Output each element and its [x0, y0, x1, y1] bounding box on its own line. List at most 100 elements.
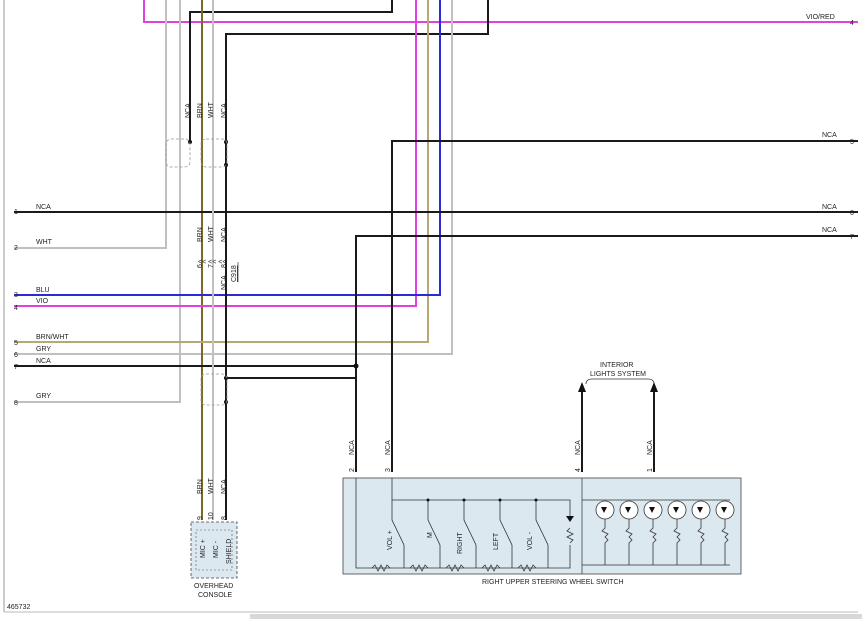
left-pin-7: 7: [14, 364, 18, 371]
wire-blu-3: [14, 0, 441, 296]
console-pin-10: 10: [208, 512, 215, 520]
label-wht-v3: WHT: [208, 477, 215, 494]
switch-pin-3: 3: [385, 468, 392, 472]
shield-box: [200, 373, 228, 406]
label-nca-v2: NCA: [221, 103, 228, 118]
label-nca-lights-b: NCA: [647, 440, 654, 455]
switch-pin-1: 1: [647, 468, 654, 472]
switch-title: RIGHT UPPER STEERING WHEEL SWITCH: [482, 579, 624, 586]
resistor-icon: [697, 519, 705, 565]
bottom-strip: [250, 614, 862, 619]
junction-dot: [498, 498, 502, 502]
overhead-console-inner: [195, 529, 233, 571]
wire-nca-top-b: [225, 0, 489, 142]
button-label-vol-minus: VOL -: [527, 531, 534, 550]
label-wht-v1: WHT: [208, 101, 215, 118]
resistor-icon: [371, 564, 391, 572]
diode-icon: [697, 507, 703, 513]
connector-name-c918: C918: [231, 265, 238, 282]
left-pin-6: 6: [14, 352, 18, 359]
left-pin-1: 1: [14, 209, 18, 216]
left-pin-4: 4: [14, 305, 18, 312]
right-pin-7: 7: [850, 234, 854, 241]
interior-lights: INTERIOR LIGHTS SYSTEM NCA NCA: [575, 362, 658, 455]
led-array: [595, 500, 735, 565]
label-nca-right-5: NCA: [822, 132, 837, 139]
terminal-mic-minus: MIC -: [213, 540, 220, 558]
label-brn-wht-5: BRN/WHT: [36, 334, 69, 341]
wire-vio-4: [14, 0, 417, 307]
interior-lights-bracket: [585, 378, 655, 385]
console-pin-9: 9: [197, 516, 204, 520]
resistor-icon: [649, 519, 657, 565]
resistor-icon: [517, 564, 537, 572]
left-pin-2: 2: [14, 245, 18, 252]
button-label-vol-plus: VOL +: [387, 530, 394, 550]
c918-pin-7: 7: [208, 264, 215, 268]
right-pin-4: 4: [850, 20, 854, 27]
switch-pin-4: 4: [575, 468, 582, 472]
resistor-icon: [481, 564, 501, 572]
wire-wht-2: [14, 0, 167, 249]
label-gry-8: GRY: [36, 393, 51, 400]
terminal-shield: SHIELD: [226, 539, 233, 564]
wire-nca-7-right: [355, 235, 858, 472]
resistor-icon: [409, 564, 429, 572]
diode-icon: [673, 507, 679, 513]
resistor-icon: [445, 564, 465, 572]
label-wht-v2: WHT: [208, 225, 215, 242]
diode-icon: [649, 507, 655, 513]
resistor-icon: [625, 519, 633, 565]
terminal-mic-plus: MIC +: [200, 539, 207, 558]
steering-wheel-switch: NCA NCA 2 3 4 1 VOL + M RIGHT LEFT VOL: [342, 440, 742, 586]
wire-gry-8: [14, 0, 181, 403]
switch-common-bus: [391, 478, 571, 520]
diode-icon: [721, 507, 727, 513]
diode-icon: [566, 516, 574, 522]
label-nca-lights-a: NCA: [575, 440, 582, 455]
label-nca-v5: NCA: [221, 479, 228, 494]
left-pin-5: 5: [14, 340, 18, 347]
label-nca-v3: NCA: [221, 227, 228, 242]
splice-dot: [188, 140, 192, 144]
left-pin-8: 8: [14, 400, 18, 407]
label-brn-v2: BRN: [197, 227, 204, 242]
console-pin-8: 8: [221, 516, 228, 520]
wires: [14, 0, 858, 520]
junction-dot: [462, 498, 466, 502]
overhead-console-title-2: CONSOLE: [198, 592, 233, 599]
overhead-console: BRN WHT NCA 9 10 8 MIC + MIC - SHIELD OV…: [190, 477, 238, 599]
resistor-icon: [566, 527, 574, 544]
label-wht-2: WHT: [36, 239, 53, 246]
interior-lights-title-1: INTERIOR: [600, 362, 633, 369]
resistor-icon: [673, 519, 681, 565]
label-nca-1: NCA: [36, 204, 51, 211]
label-blu-3: BLU: [36, 287, 50, 294]
shield-box: [200, 138, 228, 168]
splice-dot: [224, 400, 228, 404]
wire-nca-top-a: [189, 0, 393, 142]
switch-box: [342, 477, 742, 575]
splice-dot: [353, 363, 359, 369]
wire-nca-5-right: [391, 140, 858, 472]
overhead-console-title-1: OVERHEAD: [194, 583, 233, 590]
label-vio-4: VIO: [36, 298, 49, 305]
button-label-m: M: [427, 532, 434, 538]
shield-box: [165, 138, 191, 168]
label-nca-right-6: NCA: [822, 204, 837, 211]
label-nca-sw-3: NCA: [385, 440, 392, 455]
label-brn-v1: BRN: [197, 103, 204, 118]
button-label-right: RIGHT: [457, 532, 464, 555]
led-bus: [582, 499, 730, 566]
resistor-ladder-return: [355, 478, 571, 569]
resistor-icon: [601, 519, 609, 565]
button-label-left: LEFT: [493, 532, 500, 550]
label-nca-v1: NCA: [185, 103, 192, 118]
label-nca-7: NCA: [36, 358, 51, 365]
junction-dot: [426, 498, 430, 502]
arrow-up-icon: [578, 382, 586, 392]
label-brn-v3: BRN: [197, 479, 204, 494]
right-pin-6: 6: [850, 210, 854, 217]
wire-brn-wht-5: [14, 0, 429, 343]
switch-contacts: [391, 500, 549, 568]
